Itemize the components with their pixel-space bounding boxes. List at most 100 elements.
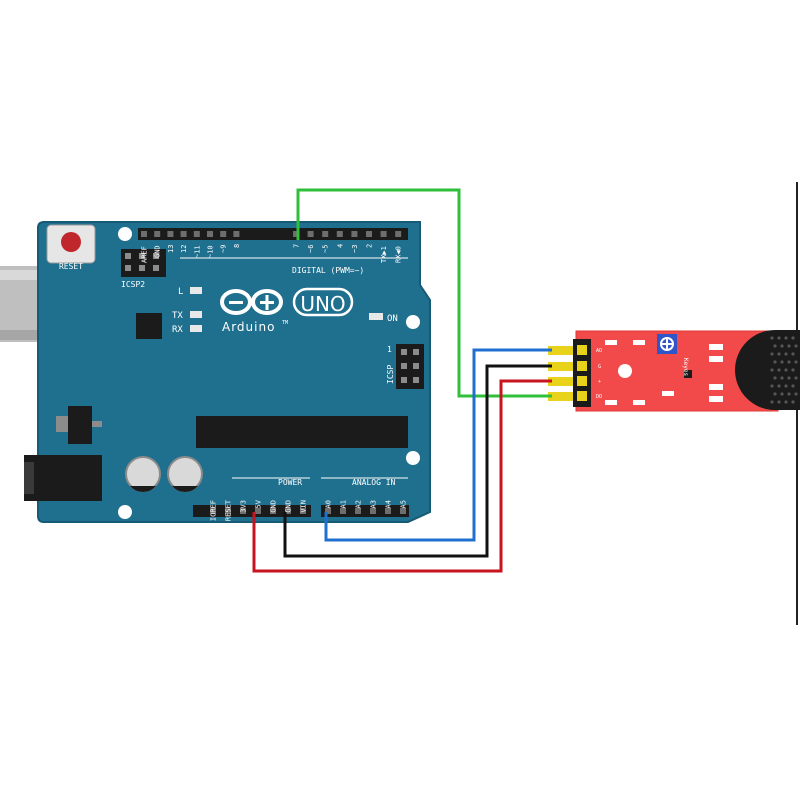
analog-socket[interactable] xyxy=(340,508,346,514)
mic-mesh-dot xyxy=(777,336,781,340)
analog-socket[interactable] xyxy=(355,508,361,514)
analog-pin-label: A5 xyxy=(400,500,408,508)
digital-socket[interactable] xyxy=(233,231,240,237)
mic-mesh-dot xyxy=(780,344,784,348)
arduino-uno-board: RESET ICSP2 L TX RX ON UNO Arduino TM xyxy=(0,221,431,523)
voltage-regulator xyxy=(68,406,92,444)
usb-chip xyxy=(136,313,162,339)
icsp-pin1-label: 1 xyxy=(387,345,392,354)
mic-mesh-dot xyxy=(784,368,788,372)
analog-pin-label: A3 xyxy=(370,500,378,508)
power-pin-label: RESET xyxy=(225,499,233,521)
digital-pin-label: RX◀0 xyxy=(395,246,403,263)
mic-mesh-dot xyxy=(780,360,784,364)
icsp2-header xyxy=(121,249,166,277)
power-socket[interactable] xyxy=(255,508,261,514)
mic-mesh-dot xyxy=(794,376,798,380)
icsp-pin xyxy=(401,349,407,355)
reset-button[interactable] xyxy=(61,232,81,252)
digital-socket[interactable] xyxy=(220,231,227,237)
icsp2-pin xyxy=(153,253,159,259)
power-pin-label: 5V xyxy=(255,499,263,508)
icsp-pin xyxy=(413,349,419,355)
digital-socket[interactable] xyxy=(351,231,358,237)
power-socket[interactable] xyxy=(300,508,306,514)
mic-mesh-dot xyxy=(784,384,788,388)
analog-socket[interactable] xyxy=(400,508,406,514)
sensor-pin-label-plus: + xyxy=(598,379,601,385)
digital-socket[interactable] xyxy=(307,231,314,237)
power-pin-label: VIN xyxy=(300,500,308,513)
digital-pin-label: 12 xyxy=(180,245,188,253)
mounting-hole xyxy=(406,315,420,329)
digital-socket[interactable] xyxy=(380,231,387,237)
power-label: POWER xyxy=(278,478,302,487)
digital-socket[interactable] xyxy=(207,231,213,237)
mounting-hole xyxy=(118,505,132,519)
icsp-pin xyxy=(413,363,419,369)
arduino-logo: UNO Arduino TM xyxy=(220,287,354,334)
power-socket[interactable] xyxy=(225,508,231,514)
led-l xyxy=(190,287,202,294)
wire-red-5v-plus xyxy=(252,379,552,573)
digital-pin-label: ~6 xyxy=(307,245,315,253)
uno-badge xyxy=(292,287,354,317)
digital-pin-label: AREF xyxy=(141,246,149,263)
logo-tm: TM xyxy=(282,320,288,326)
digital-socket[interactable] xyxy=(167,231,174,237)
led-rx xyxy=(190,325,202,332)
led-l-label: L xyxy=(178,287,183,297)
power-socket[interactable] xyxy=(285,508,291,514)
digital-socket[interactable] xyxy=(154,231,161,237)
digital-pin-label: GND xyxy=(154,245,162,258)
digital-socket[interactable] xyxy=(193,231,200,237)
power-pin-label: 3V3 xyxy=(240,500,248,513)
digital-socket[interactable] xyxy=(180,231,187,237)
led-tx xyxy=(190,311,202,318)
power-pin-label: GND xyxy=(285,500,293,513)
digital-socket[interactable] xyxy=(322,231,329,237)
power-pin-label: IOREF xyxy=(210,500,218,521)
sensor-chip xyxy=(684,370,692,378)
digital-socket[interactable] xyxy=(293,231,299,237)
mounting-hole xyxy=(118,227,132,241)
analog-socket[interactable] xyxy=(325,508,331,514)
digital-socket[interactable] xyxy=(366,231,372,237)
led-on xyxy=(369,313,383,320)
potentiometer[interactable] xyxy=(657,334,677,354)
mic-mesh-dot xyxy=(777,352,781,356)
mic-mesh-dot xyxy=(791,400,795,404)
digital-pin-label: 2 xyxy=(366,244,374,248)
power-socket[interactable] xyxy=(270,508,276,514)
mic-mesh-dot xyxy=(770,336,774,340)
digital-socket[interactable] xyxy=(395,231,402,237)
mic-mesh-dot xyxy=(777,400,781,404)
digital-pin-label: 13 xyxy=(167,245,175,253)
sensor-pin-leads xyxy=(548,346,578,401)
mic-mesh-dot xyxy=(791,352,795,356)
power-socket[interactable] xyxy=(210,508,216,514)
digital-pin-label: 4 xyxy=(336,244,344,248)
led-on-label: ON xyxy=(387,314,398,324)
mic-mesh-dot xyxy=(784,400,788,404)
wire-green-digital7-do xyxy=(296,188,552,398)
digital-pin-label: TX▶1 xyxy=(380,246,388,263)
digital-socket[interactable] xyxy=(336,231,343,237)
icsp2-label: ICSP2 xyxy=(121,280,145,289)
power-socket[interactable] xyxy=(240,508,246,514)
sensor-board-label: Keyes xyxy=(682,358,689,376)
analog-socket[interactable] xyxy=(385,508,391,514)
digital-pin-label: ~11 xyxy=(193,245,201,258)
analog-socket[interactable] xyxy=(370,508,376,514)
mic-mesh-dot xyxy=(791,336,795,340)
mic-mesh-dot xyxy=(777,384,781,388)
sensor-pin-label-do: DO xyxy=(596,394,602,400)
mic-mesh-dot xyxy=(770,384,774,388)
smd-components xyxy=(605,340,723,405)
digital-socket[interactable] xyxy=(141,231,147,237)
digital-pin-label: 8 xyxy=(233,244,241,248)
microcontroller-chip xyxy=(196,416,408,448)
capacitor xyxy=(125,456,161,493)
